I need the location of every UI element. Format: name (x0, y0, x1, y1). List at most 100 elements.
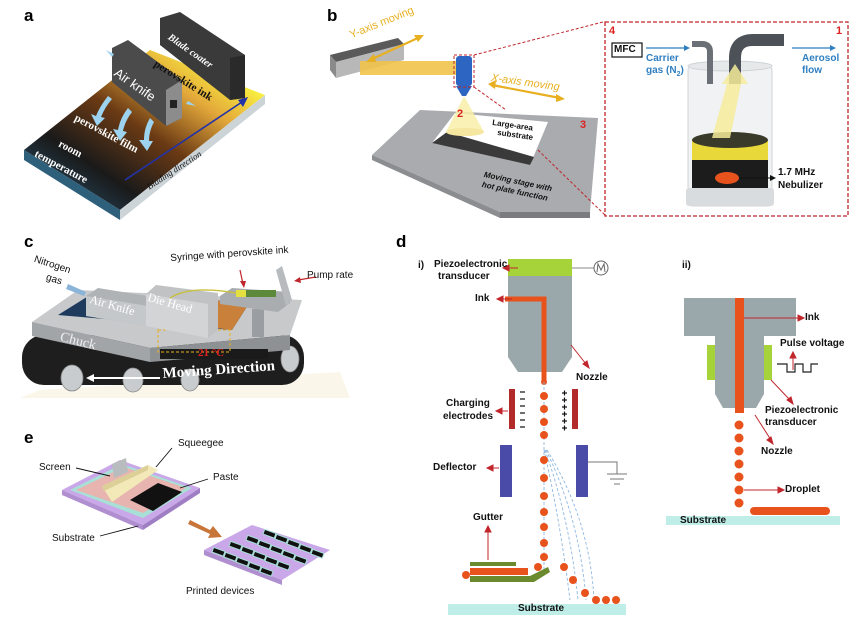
d-i-substrate (448, 604, 626, 615)
e-device (265, 557, 278, 565)
b-gantry-arm (360, 61, 460, 75)
panel-d-letter: d (396, 232, 407, 251)
b-aerosol-pipe (729, 34, 784, 84)
b-label-carrier: Carrier (646, 53, 679, 64)
e-label-squeegee: Squeegee (178, 438, 224, 449)
e-device (236, 557, 249, 566)
panel-e-letter: e (24, 428, 34, 447)
d-i-label-substrate: Substrate (518, 603, 565, 614)
d-i-droplets (534, 392, 620, 604)
d-ii-label-ink: Ink (805, 312, 820, 323)
b-label-gas-close: ) (680, 65, 684, 76)
d-i-label-electrodes: electrodes (443, 411, 494, 422)
d-ii-ink-channel (735, 298, 744, 413)
d-ii-label-transducer: transducer (765, 417, 817, 428)
b-label-gas-n: gas (N (646, 65, 677, 76)
a-substrate-top (24, 50, 265, 210)
e-paste (130, 483, 182, 511)
d-i-label-gutter: Gutter (473, 512, 503, 523)
e-device (248, 563, 261, 571)
b-label-num-3: 3 (580, 119, 587, 131)
e-device (246, 536, 259, 544)
e-device (270, 546, 283, 554)
b-mfc-box (611, 42, 643, 58)
e-squeegee (102, 465, 158, 502)
d-i-label-transducer: transducer (438, 271, 490, 282)
b-axis-arrows (366, 35, 565, 102)
d-i-charging-electrode-left (509, 389, 515, 429)
b-label-num-4: 4 (609, 25, 616, 37)
d-ii-pulse-waveform (777, 363, 818, 373)
d-ii-piezo-left (707, 345, 715, 380)
b-label-gas-sub: 2 (676, 71, 681, 78)
e-process-arrow (188, 520, 222, 538)
a-air-flow-arrows (91, 50, 196, 151)
d-ii-tag: ii) (682, 260, 691, 271)
e-device (299, 545, 312, 553)
e-device (282, 551, 295, 559)
b-carrier-gas-pipe (692, 41, 713, 84)
b-zoom-inset-frame (604, 21, 849, 217)
panel-c-letter: c (24, 232, 34, 251)
d-ii-label-piezo: Piezoelectronic (765, 405, 839, 416)
b-aerosol-stream (712, 64, 748, 138)
panel-a-blade-coating-illustration (24, 12, 265, 220)
d-i-ink-channel (505, 296, 547, 382)
d-i-ground-icon (588, 461, 627, 485)
e-device (275, 534, 288, 543)
e-device (241, 546, 254, 555)
d-ii-label-nozzle: Nozzle (761, 446, 793, 457)
d-i-label-piezo: Piezoelectronic (434, 259, 508, 270)
d-i-label-ink: Ink (475, 293, 490, 304)
b-label-flow: flow (802, 65, 822, 76)
e-label-paste: Paste (213, 472, 239, 483)
b-label-frequency: 1.7 MHz (778, 167, 816, 178)
e-device (253, 552, 266, 560)
e-device (212, 548, 225, 556)
d-i-label-charging: Charging (446, 398, 490, 409)
e-device (229, 541, 242, 550)
d-ii-label-pulse: Pulse voltage (780, 338, 845, 349)
d-i-deflector-left (500, 445, 512, 497)
c-syringe (236, 290, 276, 297)
e-device (263, 530, 276, 538)
d-ii-substrate (666, 516, 840, 525)
d-i-piezo-transducer (508, 259, 572, 276)
b-y-axis-rail (330, 38, 404, 62)
b-label-num-1: 1 (836, 25, 843, 37)
e-device (294, 556, 307, 564)
b-label-carrier-gas: gas (N2) (646, 65, 684, 78)
c-temperature-display (160, 349, 268, 359)
d-ii-deposited-line (750, 507, 830, 515)
b-label-mfc: MFC (614, 44, 636, 55)
panel-b-letter: b (327, 6, 338, 25)
e-device (224, 553, 237, 561)
panel-b-spray-coater-illustration (330, 21, 849, 218)
b-nebulizer-pointer (740, 175, 776, 181)
panel-a-letter: a (24, 6, 34, 25)
d-i-label-deflector: Deflector (433, 462, 477, 473)
d-ii-label-substrate: Substrate (680, 515, 727, 526)
e-label-substrate: Substrate (52, 533, 95, 544)
d-ii-droplets (734, 420, 744, 508)
c-ink-tube (169, 289, 237, 299)
a-air-knife (112, 40, 182, 126)
b-spray-nozzle (456, 56, 472, 86)
d-i-label-nozzle: Nozzle (576, 372, 608, 383)
b-spray-cone (446, 96, 484, 132)
e-printed-devices-board (204, 525, 330, 580)
c-label-temperature: 21 °C (198, 347, 225, 359)
b-label-nebulizer: Nebulizer (778, 180, 824, 191)
b-label-num-2: 2 (457, 108, 464, 120)
e-device (260, 567, 273, 576)
e-label-printed-devices: Printed devices (186, 586, 255, 597)
d-ii-label-droplet: Droplet (785, 484, 820, 495)
e-device (258, 540, 271, 549)
e-device (287, 540, 300, 548)
d-i-tag: i) (418, 260, 425, 271)
d-i-gutter (470, 562, 516, 566)
e-device (311, 549, 324, 558)
